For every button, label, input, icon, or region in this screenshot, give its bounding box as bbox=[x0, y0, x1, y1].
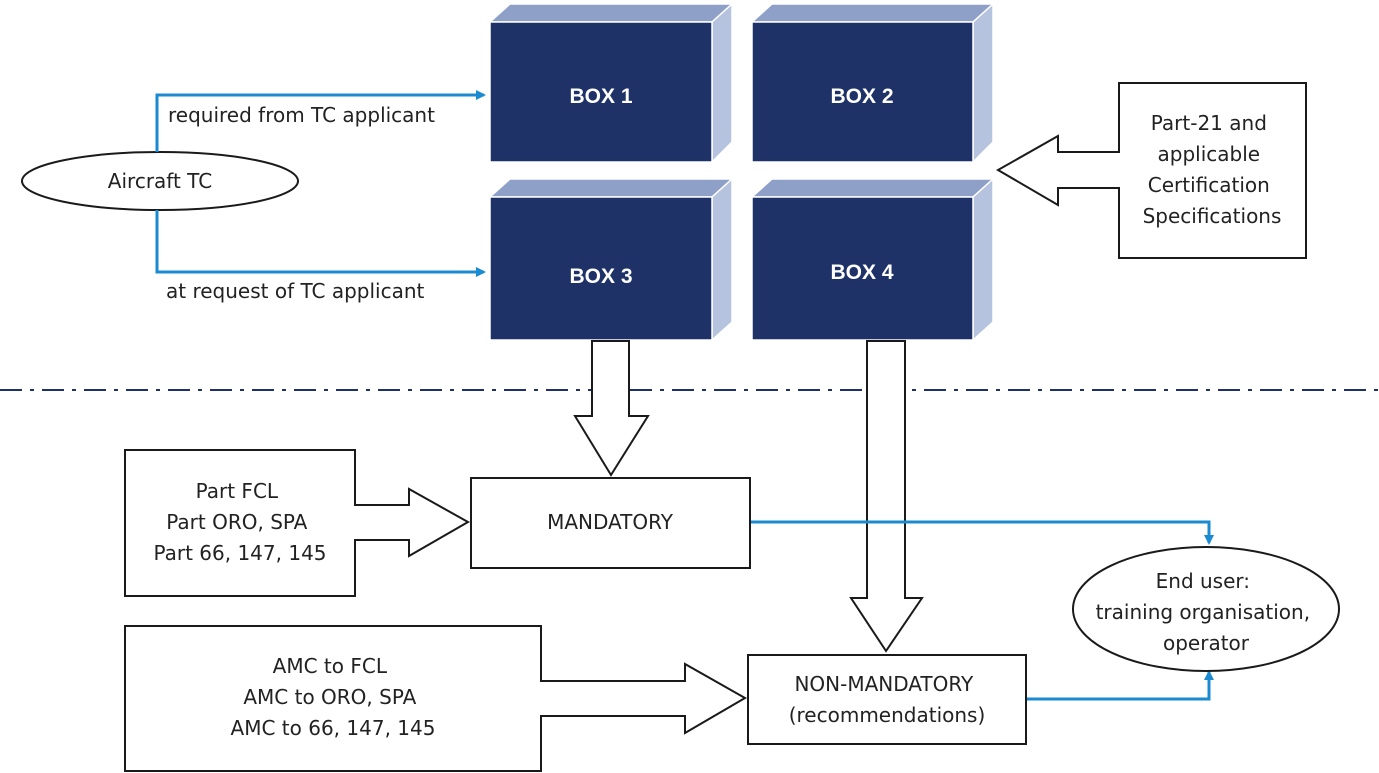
amc-line-1: AMC to FCL bbox=[273, 654, 388, 678]
end-user-line-1: End user: bbox=[1156, 569, 1250, 593]
box-3: BOX 3 bbox=[488, 177, 734, 342]
non-mandatory-node: NON-MANDATORY (recommendations) bbox=[747, 654, 1027, 745]
connector-nonmandatory-to-enduser bbox=[1027, 670, 1214, 701]
connector-request-label: at request of TC applicant bbox=[166, 279, 425, 303]
box-3-label: BOX 3 bbox=[569, 265, 632, 288]
end-user-line-3: operator bbox=[1163, 631, 1250, 655]
part-fcl-callout: Part FCL Part ORO, SPA Part 66, 147, 145 bbox=[124, 449, 471, 597]
box-1: BOX 1 bbox=[488, 2, 734, 164]
part21-text: Part-21 and applicable Certification Spe… bbox=[1143, 111, 1282, 228]
part-fcl-line-3: Part 66, 147, 145 bbox=[153, 541, 326, 565]
amc-callout: AMC to FCL AMC to ORO, SPA AMC to 66, 14… bbox=[124, 625, 748, 772]
connector-required bbox=[155, 90, 486, 152]
box-2-label: BOX 2 bbox=[830, 85, 893, 108]
box-4: BOX 4 bbox=[750, 177, 995, 342]
arrow-box4-to-nonmandatory bbox=[849, 340, 924, 653]
box-1-label: BOX 1 bbox=[569, 85, 632, 108]
aircraft-tc-node: Aircraft TC bbox=[21, 151, 299, 211]
non-mandatory-text: NON-MANDATORY (recommendations) bbox=[789, 672, 986, 727]
part-fcl-text: Part FCL Part ORO, SPA Part 66, 147, 145 bbox=[153, 479, 326, 565]
amc-line-3: AMC to 66, 147, 145 bbox=[231, 716, 436, 740]
connector-request bbox=[155, 210, 486, 277]
arrow-box3-to-mandatory bbox=[573, 340, 650, 477]
part21-line-2: applicable bbox=[1158, 142, 1261, 166]
part21-line-3: Certification bbox=[1148, 173, 1270, 197]
part21-line-4: Specifications bbox=[1143, 204, 1282, 228]
non-mandatory-line-2: (recommendations) bbox=[789, 703, 986, 727]
box-4-label: BOX 4 bbox=[830, 261, 893, 284]
mandatory-node: MANDATORY bbox=[470, 477, 751, 569]
box-2: BOX 2 bbox=[750, 2, 995, 164]
end-user-text: End user: training organisation, operato… bbox=[1096, 569, 1317, 655]
amc-text: AMC to FCL AMC to ORO, SPA AMC to 66, 14… bbox=[231, 654, 436, 740]
end-user-line-2: training organisation, bbox=[1096, 600, 1310, 624]
connector-mandatory-to-enduser bbox=[751, 520, 1214, 545]
non-mandatory-line-1: NON-MANDATORY bbox=[794, 672, 974, 696]
end-user-node: End user: training organisation, operato… bbox=[1072, 546, 1340, 672]
part21-callout: Part-21 and applicable Certification Spe… bbox=[995, 82, 1307, 259]
part-fcl-line-2: Part ORO, SPA bbox=[166, 510, 307, 534]
mandatory-label: MANDATORY bbox=[547, 510, 674, 534]
part21-line-1: Part-21 and bbox=[1151, 111, 1267, 135]
amc-line-2: AMC to ORO, SPA bbox=[243, 685, 416, 709]
aircraft-tc-label: Aircraft TC bbox=[108, 169, 212, 193]
connector-required-label: required from TC applicant bbox=[168, 103, 435, 127]
part-fcl-line-1: Part FCL bbox=[196, 479, 279, 503]
